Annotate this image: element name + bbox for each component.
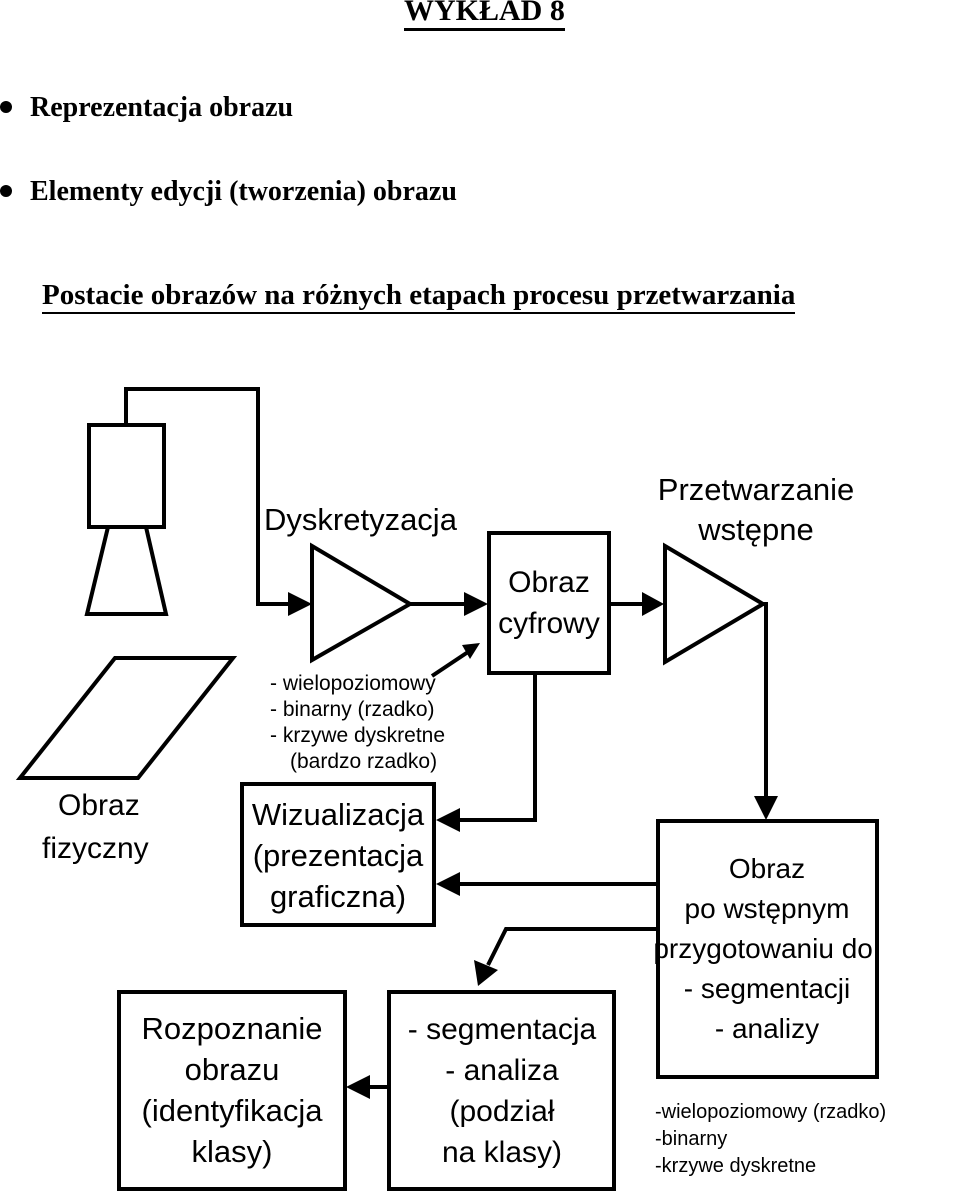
- preprocessed-note: -krzywe dyskretne: [655, 1155, 816, 1177]
- preprocessed-label: po wstępnym: [685, 893, 850, 924]
- preprocessing-label: Przetwarzanie: [658, 472, 854, 507]
- mode-note: - krzywe dyskretne: [270, 724, 445, 747]
- page-title: WYKŁAD 8: [404, 0, 565, 31]
- recognition-label: obrazu: [185, 1052, 280, 1087]
- preprocessing-amplifier-icon: [663, 542, 767, 666]
- segmentation-label: - analiza: [445, 1054, 559, 1087]
- visualization-label: (prezentacja: [253, 838, 424, 873]
- bullet-text: Elementy edycji (tworzenia) obrazu: [30, 176, 457, 207]
- recognition-label: (identyfikacja: [142, 1093, 324, 1128]
- bullet-item: Reprezentacja obrazu: [0, 92, 293, 124]
- preprocessed-image-box: [656, 819, 879, 1079]
- visualization-label: Wizualizacja: [252, 797, 425, 832]
- segmentation-label: na klasy): [442, 1136, 562, 1169]
- discretization-amplifier-icon: [310, 542, 414, 664]
- preprocessed-note: -binarny: [655, 1128, 727, 1150]
- preprocessed-label: - analizy: [715, 1013, 819, 1044]
- mode-note: (bardzo rzadko): [290, 750, 437, 773]
- mode-note: - wielopoziomowy: [270, 672, 436, 695]
- segmentation-label: - segmentacja: [408, 1013, 597, 1046]
- preprocessed-note: -wielopoziomowy (rzadko): [655, 1101, 886, 1123]
- bullet-dot-icon: [0, 100, 12, 113]
- digital-image-label: cyfrowy: [498, 607, 600, 640]
- preprocessing-label: wstępne: [697, 512, 813, 547]
- segmentation-label: (podział: [449, 1095, 554, 1128]
- section-subtitle: Postacie obrazów na różnych etapach proc…: [42, 278, 796, 314]
- discretization-label: Dyskretyzacja: [264, 502, 458, 537]
- preprocessed-label: przygotowaniu do:: [653, 933, 880, 964]
- bullet-text: Reprezentacja obrazu: [30, 92, 294, 123]
- bullet-item: Elementy edycji (tworzenia) obrazu: [0, 176, 457, 208]
- preprocessed-label: - segmentacji: [684, 973, 851, 1004]
- visualization-box: [240, 782, 436, 927]
- physical-image-shape: [15, 656, 238, 780]
- recognition-label: Rozpoznanie: [142, 1011, 323, 1046]
- segmentation-box: [387, 990, 616, 1191]
- visualization-label: graficzna): [270, 879, 406, 914]
- digital-image-box: [487, 531, 611, 675]
- connector-camera: [124, 387, 290, 606]
- digital-image-label: Obraz: [508, 566, 590, 599]
- recognition-box: [117, 990, 347, 1191]
- recognition-label: klasy): [192, 1134, 273, 1169]
- physical-label: Obraz: [58, 789, 140, 822]
- mode-note: - binarny (rzadko): [270, 698, 435, 721]
- bullet-dot-icon: [0, 184, 12, 197]
- physical-label: fizyczny: [42, 832, 149, 865]
- camera-icon: [84, 423, 169, 616]
- preprocessed-label: Obraz: [729, 853, 805, 884]
